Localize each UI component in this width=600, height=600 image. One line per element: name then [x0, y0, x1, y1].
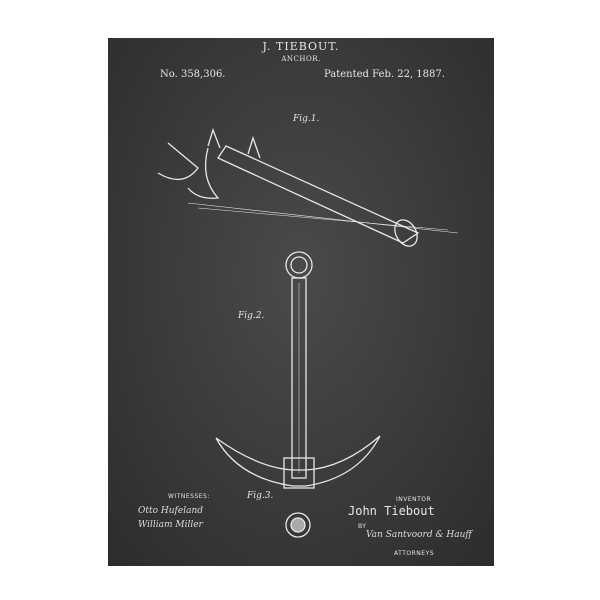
fig3-section-drawing [285, 512, 311, 538]
attorneys-signature: Van Santvoord & Hauff [366, 530, 472, 540]
witnesses-label: WITNESSES: [168, 493, 210, 500]
by-label: BY [358, 523, 367, 530]
fig1-label: Fig.1. [293, 114, 320, 124]
inventor-name: John Tiebout [348, 504, 435, 518]
fig3-label: Fig.3. [247, 491, 274, 501]
fig1-anchor-drawing [157, 128, 459, 247]
attorneys-label: ATTORNEYS [394, 550, 435, 557]
witness-signature-1: Otto Hufeland [138, 506, 203, 516]
inventor-header: J. TIEBOUT. [262, 40, 340, 53]
patent-date: Patented Feb. 22, 1887. [324, 69, 445, 80]
anchor-drawings [157, 128, 459, 538]
fig2-label: Fig.2. [238, 311, 265, 321]
fig2-anchor-drawing [215, 251, 381, 489]
inventor-label: INVENTOR [396, 496, 432, 503]
subject-header: ANCHOR. [281, 55, 321, 63]
patent-number: No. 358,306. [160, 69, 226, 80]
witness-signature-2: William Miller [138, 520, 203, 530]
patent-chalkboard-print: J. TIEBOUT. ANCHOR. No. 358,306. Patente… [108, 38, 494, 566]
